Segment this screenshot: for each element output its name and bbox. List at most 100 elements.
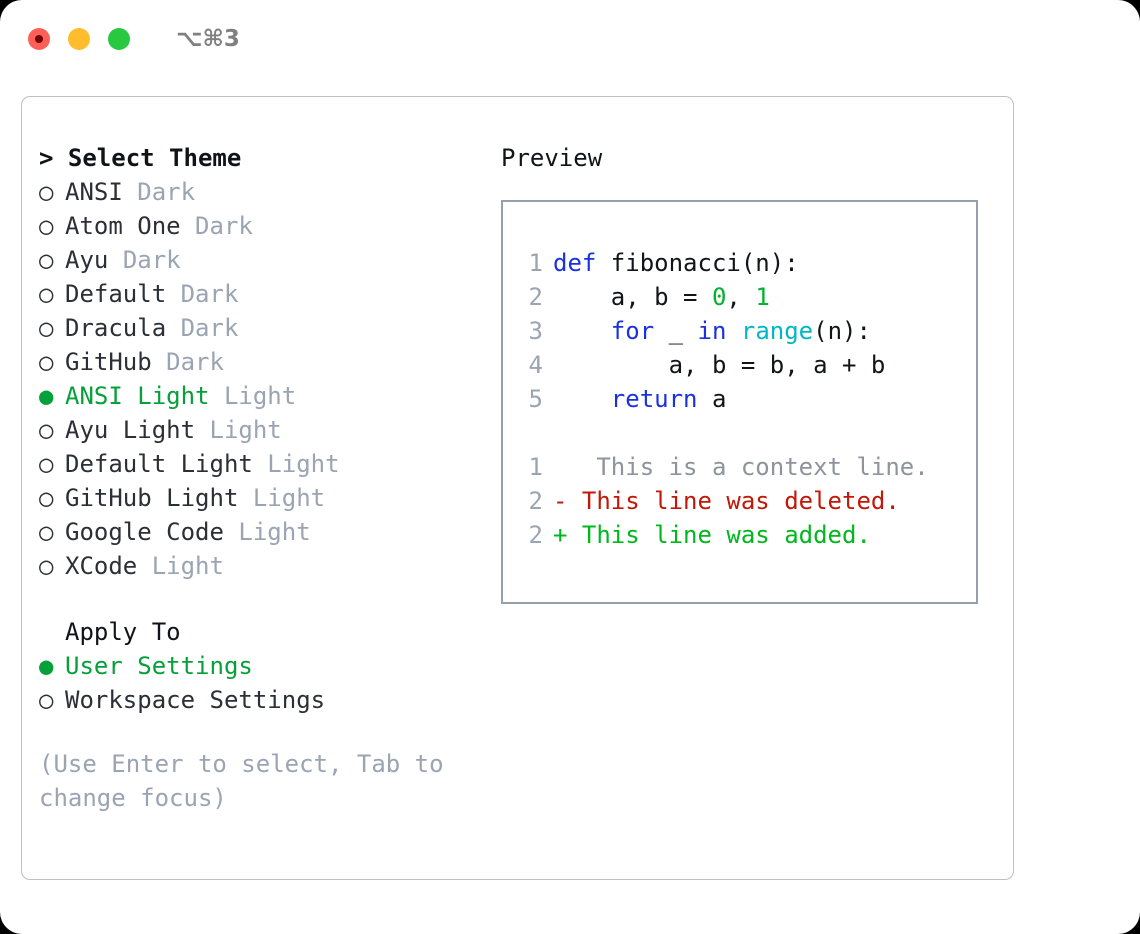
code-token: ,: [726, 283, 756, 311]
theme-list-item[interactable]: ●ANSI Light Light: [39, 379, 484, 413]
theme-list-item[interactable]: ○GitHub Dark: [39, 345, 484, 379]
code-token: range: [740, 317, 814, 345]
radio-unselected-icon: ○: [39, 280, 54, 308]
theme-name: Default Light: [65, 450, 253, 478]
theme-name: Ayu Light: [65, 416, 196, 444]
code-line: 1 def fibonacci(n):: [519, 246, 976, 280]
line-number: 4: [528, 351, 543, 379]
theme-name: Dracula: [65, 314, 167, 342]
theme-variant-tag: Light: [238, 518, 311, 546]
theme-variant-tag: Dark: [180, 314, 239, 342]
code-token: (n):: [813, 317, 871, 345]
line-number: 2: [528, 521, 543, 549]
minimize-button-icon[interactable]: [68, 28, 90, 50]
diff-line: 2 + This line was added.: [519, 518, 976, 552]
code-token: return: [610, 385, 698, 413]
code-token: [553, 317, 611, 345]
radio-unselected-icon: ○: [39, 416, 54, 444]
radio-unselected-icon: ○: [39, 212, 54, 240]
theme-variant-tag: Light: [252, 484, 326, 512]
diff-sign: [553, 453, 567, 481]
theme-list-item[interactable]: ○ANSI Dark: [39, 175, 484, 209]
theme-picker-column: > Select Theme ○ANSI Dark○Atom One Dark○…: [22, 141, 484, 815]
line-number: 5: [528, 385, 543, 413]
code-token: for: [610, 317, 655, 345]
radio-unselected-icon: ○: [39, 178, 54, 206]
diff-text: This line was added.: [567, 521, 871, 549]
code-token: 1: [755, 283, 770, 311]
theme-variant-tag: Dark: [195, 212, 253, 240]
code-token: [726, 317, 740, 345]
radio-unselected-icon: ○: [39, 450, 54, 478]
keyboard-shortcut-label: ⌥⌘3: [176, 26, 240, 52]
theme-list-header: > Select Theme: [39, 144, 242, 172]
code-diff-spacer: [519, 416, 976, 450]
code-line: 5 return a: [519, 382, 976, 416]
code-token: fibonacci(n):: [596, 249, 799, 277]
radio-unselected-icon: ○: [39, 518, 54, 546]
close-dot-inner: [35, 35, 43, 43]
code-token: a, b = b, a + b: [553, 351, 886, 379]
line-number: 2: [528, 283, 543, 311]
theme-list-item[interactable]: ○ Ayu Light Light: [39, 413, 484, 447]
theme-variant-tag: Dark: [166, 348, 224, 376]
apply-to-label: Workspace Settings: [65, 686, 326, 714]
diff-sign: +: [553, 521, 568, 549]
keyboard-hint: (Use Enter to select, Tab to change focu…: [39, 750, 459, 812]
line-number: 3: [528, 317, 543, 345]
panel-columns: > Select Theme ○ANSI Dark○Atom One Dark○…: [22, 97, 1013, 815]
theme-name: Ayu: [65, 246, 109, 274]
theme-list-item[interactable]: ○ Ayu Dark: [39, 243, 484, 277]
radio-unselected-icon: ○: [39, 314, 54, 342]
apply-to-list: ● User Settings ○ Workspace Settings: [39, 649, 484, 717]
radio-unselected-icon: ○: [39, 686, 54, 714]
main-panel: > Select Theme ○ANSI Dark○Atom One Dark○…: [21, 96, 1014, 880]
preview-title: Preview: [501, 144, 603, 172]
theme-variant-tag: Light: [209, 416, 282, 444]
code-line: 2 a, b = 0, 1: [519, 280, 976, 314]
radio-selected-icon: ●: [39, 652, 54, 680]
diff-text: This is a context line.: [567, 453, 929, 481]
theme-name: GitHub Light: [65, 484, 239, 512]
window-controls: [28, 28, 130, 50]
line-number: 1: [528, 249, 543, 277]
theme-list-item[interactable]: ○ Dracula Dark: [39, 311, 484, 345]
theme-name: Atom One: [65, 212, 181, 240]
theme-list-item[interactable]: ○Default Dark: [39, 277, 484, 311]
theme-name: ANSI: [65, 178, 123, 206]
theme-list-item[interactable]: ○XCode Light: [39, 549, 484, 583]
theme-name: ANSI Light: [65, 382, 210, 410]
theme-list-item[interactable]: ○ Atom One Dark: [39, 209, 484, 243]
radio-unselected-icon: ○: [39, 348, 54, 376]
apply-to-label: User Settings: [65, 652, 253, 680]
close-button-icon[interactable]: [28, 28, 50, 50]
radio-unselected-icon: ○: [39, 484, 54, 512]
maximize-button-icon[interactable]: [108, 28, 130, 50]
code-token: in: [697, 317, 727, 345]
theme-variant-tag: Light: [223, 382, 297, 410]
radio-unselected-icon: ○: [39, 246, 54, 274]
theme-variant-tag: Dark: [122, 246, 181, 274]
theme-list-item[interactable]: ○ GitHub Light Light: [39, 481, 484, 515]
diff-line: 2- This line was deleted.: [519, 484, 976, 518]
section-spacer: [39, 583, 484, 615]
code-line: 4 a, b = b, a + b: [519, 348, 976, 382]
code-token: a, b =: [553, 283, 712, 311]
apply-to-option[interactable]: ● User Settings: [39, 649, 484, 683]
diff-text: This line was deleted.: [567, 487, 900, 515]
preview-column: Preview 1 def fibonacci(n): 2 a, b = 0, 1 3…: [484, 141, 1013, 815]
line-number: 1: [528, 453, 543, 481]
diff-line: 1 This is a context line.: [519, 450, 976, 484]
theme-list-item[interactable]: ○ Default Light Light: [39, 447, 484, 481]
code-token: 0: [711, 283, 727, 311]
theme-list-item[interactable]: ○Google Code Light: [39, 515, 484, 549]
code-token: def: [553, 249, 597, 277]
theme-variant-tag: Light: [267, 450, 340, 478]
code-token: a: [697, 385, 727, 413]
code-token: [553, 385, 611, 413]
apply-to-header: Apply To: [65, 618, 181, 646]
apply-to-option[interactable]: ○ Workspace Settings: [39, 683, 484, 717]
